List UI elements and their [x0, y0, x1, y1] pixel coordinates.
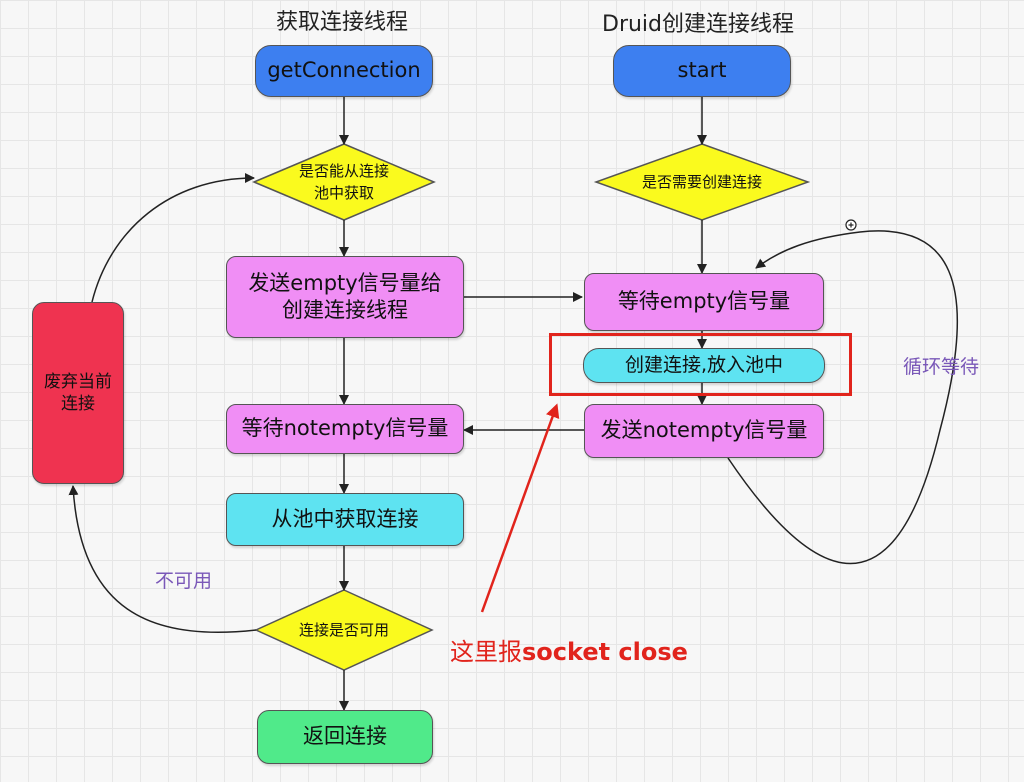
node-get-connection: getConnection	[255, 45, 433, 97]
node-can-get-line2: 池中获取	[313, 184, 374, 202]
node-send-empty: 发送empty信号量给 创建连接线程	[226, 256, 464, 338]
label-not-available: 不可用	[155, 570, 213, 592]
edge-discard-to-decision	[91, 173, 255, 303]
node-get-from-pool: 从池中获取连接	[226, 493, 464, 546]
node-wait-notempty: 等待notempty信号量	[226, 404, 464, 454]
node-return-conn: 返回连接	[257, 710, 433, 764]
node-start: start	[613, 45, 791, 97]
node-discard-line1: 废弃当前	[44, 371, 112, 392]
node-can-get-line1: 是否能从连接	[298, 161, 389, 180]
annotation-prefix: 这里报	[450, 638, 522, 666]
node-create-put-pool: 创建连接,放入池中	[583, 348, 825, 383]
edge-decision-to-discard	[68, 485, 257, 634]
node-can-get-from-pool: 是否能从连接 池中获取	[274, 156, 414, 208]
node-send-notempty: 发送notempty信号量	[584, 404, 824, 458]
zoom-cursor-icon	[845, 219, 857, 231]
node-need-create: 是否需要创建连接	[641, 172, 762, 191]
right-lane-title: Druid创建连接线程	[602, 12, 795, 37]
node-discard-conn: 废弃当前 连接	[32, 302, 124, 484]
node-send-empty-line1: 发送empty信号量给	[248, 270, 442, 295]
node-send-empty-line2: 创建连接线程	[282, 298, 408, 322]
node-conn-available: 连接是否可用	[298, 620, 389, 639]
node-discard-line2: 连接	[61, 394, 95, 414]
error-highlight-box	[549, 333, 852, 396]
node-wait-empty: 等待empty信号量	[584, 273, 824, 331]
socket-close-annotation: 这里报socket close	[450, 632, 688, 667]
left-lane-title: 获取连接线程	[276, 10, 409, 35]
edge-loop-wait	[727, 230, 959, 565]
annotation-arrow	[480, 403, 560, 613]
label-loop-wait: 循环等待	[903, 356, 980, 378]
annotation-emphasis: socket close	[522, 638, 688, 666]
